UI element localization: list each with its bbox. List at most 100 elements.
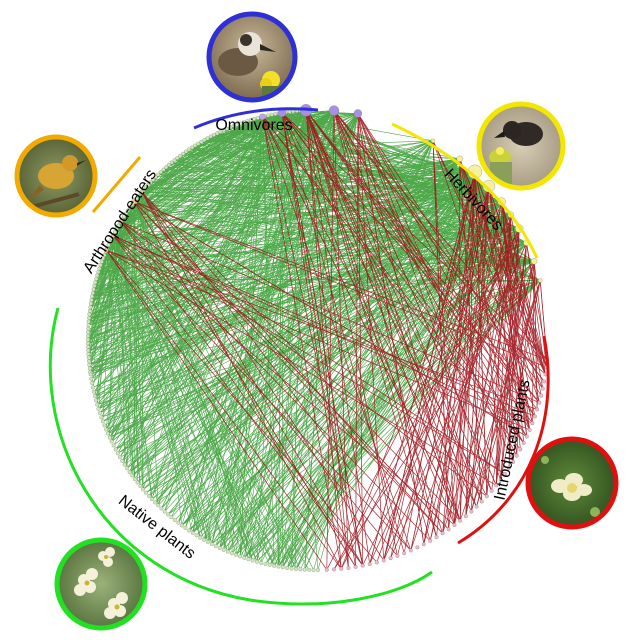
native-plant-node [122,214,126,219]
introduced-plant-node [367,562,372,567]
native-plant-node [205,539,210,544]
native-plant-node [285,565,290,570]
introduced-plant-node [452,523,457,528]
native-plant-node [87,316,92,320]
native-plant-node [272,563,277,568]
native-plant-node [90,294,95,299]
network-edge [106,249,229,552]
introduced-plant-node [539,393,544,398]
native-plant-node [213,544,218,548]
network-edge [141,191,443,534]
network-edge [262,116,412,551]
native-plant-node [153,175,158,180]
native-plant-node [153,500,158,505]
network-edge [470,186,490,512]
network-edge [92,261,535,297]
network-edge [141,192,183,526]
network-edge [106,249,328,570]
native-plant-node [87,359,91,364]
network-edge [383,171,476,561]
network-edge [120,221,398,557]
network-edge [281,112,364,566]
network-edge [171,162,535,262]
native-plant-node [199,139,204,144]
network-edge [106,249,284,568]
network-edge [305,110,477,507]
network-edge [357,113,364,566]
native-plant-node [245,119,250,124]
network-edge [357,113,514,463]
introduced-plant-node [532,414,537,419]
native-plant-node [116,223,121,228]
native-plant-node [221,128,226,133]
native-plant-node [111,443,116,448]
network-edge [459,171,476,521]
native-plant-node [99,259,104,264]
native-plant-node [151,177,156,182]
native-plant-node [166,512,170,517]
native-plant-node [94,276,99,281]
finch-on-cactus-photo [476,101,566,191]
network-edge [120,221,540,403]
network-edge [326,110,335,570]
native-plant-node [238,554,243,559]
native-plant-node [311,568,316,572]
introduced-plant-node [521,441,526,445]
network-edge [120,141,202,222]
introduced-plant-node [535,407,540,412]
native-plant-node [148,180,153,185]
network-edge [141,192,342,569]
native-plant-node [99,415,104,420]
native-plant-node [172,158,177,163]
native-plant-node [276,564,281,569]
network-edge [390,242,527,559]
native-plant-node [113,447,118,452]
introduced-plant-node [421,542,426,547]
native-plant-node [294,566,298,571]
native-plant-node [228,125,233,130]
network-edge [213,134,527,244]
network-edge [265,228,520,565]
network-edge [92,228,520,297]
native-plant-node [208,134,213,139]
arthropod-eater-node [139,190,144,195]
network-edge [106,110,307,249]
native-plant-node [88,301,93,306]
native-plant-node [202,138,207,142]
native-plant-node [147,494,151,498]
network-edge [174,201,502,521]
herbivore-node [456,155,463,162]
native-plant-node [183,525,188,530]
network-edge [171,162,527,244]
native-plant-node [158,170,163,175]
native-plant-node [104,427,109,432]
native-plant-node [178,153,183,158]
omnivore-node [259,113,266,120]
network-edge [410,228,520,551]
network-edge [106,129,224,251]
network-edge [357,113,492,492]
network-edge [141,192,253,561]
network-edge [300,110,535,262]
network-edge [134,125,234,202]
native-plant-node [90,381,95,386]
native-plant-node [118,455,122,460]
arthropod-eater-node [131,198,138,205]
network-edge [410,186,490,551]
network-edge [136,198,511,215]
network-edge [305,110,398,556]
native-plant-node [307,567,312,572]
native-plant-node [209,542,214,546]
native-plant-node [87,362,92,367]
network-edge [333,110,349,569]
native-plant-node [252,117,257,121]
network-edge [207,138,502,202]
herbivore-node [530,258,538,265]
native-plant-node [86,344,91,349]
native-plant-node [96,406,101,411]
network-edge [153,171,475,180]
network-edge [436,171,476,538]
network-edge [495,228,520,486]
native-plant-node [273,112,278,116]
native-plant-node [242,555,247,560]
